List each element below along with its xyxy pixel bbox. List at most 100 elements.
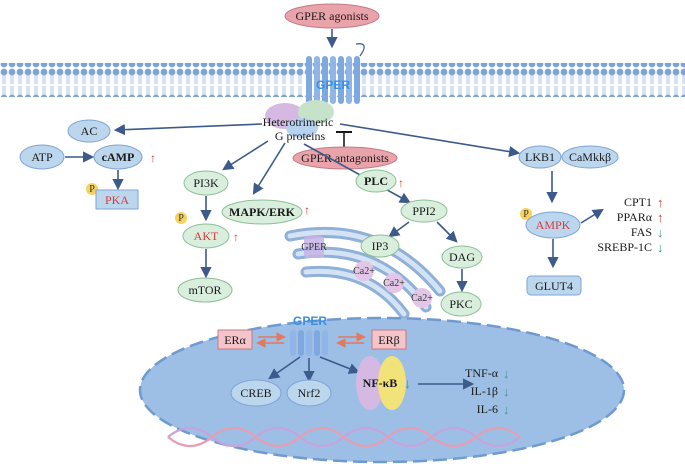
creb-oval xyxy=(230,379,282,407)
ampk-targets-list: CPT1 ↑ PPARα ↑ FAS ↓ SREBP-1C ↓ xyxy=(597,195,663,255)
ip3-oval xyxy=(360,234,400,258)
gper-agonists-label: GPER agonists xyxy=(295,9,368,23)
cytokines-down-arrow-2: ↓ xyxy=(503,402,510,417)
arrow-to-plc xyxy=(303,143,411,204)
nfkb-subunit-1 xyxy=(356,356,384,410)
arrow-to-pi3k xyxy=(222,140,269,171)
pka-phospho-label: P xyxy=(89,184,95,195)
pka-label: PKA xyxy=(105,193,129,207)
cytokines-label-2: IL-6 xyxy=(477,402,498,416)
mapk-label: MAPK/ERK xyxy=(229,205,296,219)
calcium-2 xyxy=(384,273,404,293)
atp-oval xyxy=(19,144,65,170)
ampk-targets-label-0: CPT1 xyxy=(624,195,652,209)
mapk-oval xyxy=(221,199,303,225)
atp-label: ATP xyxy=(31,150,53,164)
glut4-box xyxy=(526,275,582,296)
dna-helix xyxy=(167,426,521,448)
camkk-label: CaMkkβ xyxy=(569,150,611,164)
ampk-targets-down-arrow-2: ↓ xyxy=(657,225,664,240)
gper-to-nfkb-arrow xyxy=(319,356,361,374)
plc-oval xyxy=(355,169,397,193)
er-gper-receptor xyxy=(304,236,324,258)
gper-to-creb-arrow xyxy=(268,356,301,380)
ac-oval xyxy=(67,119,111,143)
pip2-oval xyxy=(400,199,448,223)
camp-up-arrow: ↑ xyxy=(150,151,156,165)
g-protein-beta xyxy=(298,100,334,124)
nfkb-subunit-2 xyxy=(378,356,406,410)
camp-oval xyxy=(93,144,143,170)
lkb1-oval xyxy=(518,145,562,169)
creb-label: CREB xyxy=(240,386,271,400)
pi3k-label: PI3K xyxy=(193,176,219,190)
ac-label: AC xyxy=(81,124,98,138)
mtor-label: mTOR xyxy=(188,283,221,297)
arrow-to-ac xyxy=(113,123,263,136)
dag-oval xyxy=(441,245,483,269)
cytokines-down-arrow-0: ↓ xyxy=(503,366,510,381)
calcium-3-label: Ca2+ xyxy=(411,293,433,304)
akt-up-arrow: ↑ xyxy=(233,230,239,244)
nuclear-gper-label: GPER xyxy=(293,314,327,328)
calcium-1 xyxy=(354,261,374,281)
gper-antagonists-label: GPER antagonists xyxy=(301,151,389,165)
pip2-label: PPI2 xyxy=(412,204,435,218)
era-label: ERα xyxy=(224,333,246,347)
gper-agonists-oval xyxy=(284,3,380,29)
pkc-label: PKC xyxy=(449,297,472,311)
ampk-targets-label-2: FAS xyxy=(631,225,652,239)
arrow-to-lkb1 xyxy=(339,123,521,158)
ampk-targets-up-arrow-0: ↑ xyxy=(657,195,664,210)
ampk-targets-label-1: PPARα xyxy=(617,210,653,224)
gper-label: GPER xyxy=(316,78,350,92)
g-proteins-label-2: G proteins xyxy=(275,129,326,143)
lkb1-label: LKB1 xyxy=(525,150,555,164)
ampk-label: AMPK xyxy=(536,218,571,232)
calcium-3 xyxy=(412,288,432,308)
nrf2-label: Nrf2 xyxy=(298,386,321,400)
erb-label: ERβ xyxy=(378,333,399,347)
ampk-oval xyxy=(525,211,581,239)
nfkb-label: NF-κB xyxy=(363,376,398,390)
glut4-label: GLUT4 xyxy=(535,279,573,293)
calcium-2-label: Ca2+ xyxy=(383,278,405,289)
arrow-to-mapk xyxy=(252,142,286,195)
ampk-targets-down-arrow-3: ↓ xyxy=(657,240,664,255)
mapk-up-arrow: ↑ xyxy=(304,203,310,217)
akt-oval xyxy=(182,223,230,249)
akt-label: AKT xyxy=(194,229,219,243)
pka-phospho xyxy=(86,183,98,195)
camkk-oval xyxy=(561,145,619,169)
akt-phospho xyxy=(175,212,187,224)
akt-phospho-label: P xyxy=(178,213,184,224)
ampk-phospho xyxy=(520,208,532,220)
dag-label: DAG xyxy=(449,250,475,264)
cytokine-list: TNF-α↓IL-1β↓IL-6↓ xyxy=(465,366,509,417)
plc-label: PLC xyxy=(364,174,388,188)
ampk-phospho-label: P xyxy=(523,209,529,220)
g-proteins-label-1: Heterotrimeric xyxy=(263,115,334,129)
mtor-oval xyxy=(177,277,233,303)
pip2-to-dag-arrow xyxy=(436,221,458,243)
calcium-1-label: Ca2+ xyxy=(353,266,375,277)
camp-label: cAMP xyxy=(102,150,135,164)
erb-box xyxy=(371,329,407,350)
pi3k-oval xyxy=(183,170,229,196)
cytokines-down-arrow-1: ↓ xyxy=(503,384,510,399)
pip2-to-ip3-arrow xyxy=(388,221,410,238)
plc-up-arrow: ↑ xyxy=(398,176,404,190)
pkc-oval xyxy=(440,291,482,317)
cytokines-label-0: TNF-α xyxy=(465,366,499,380)
era-box xyxy=(217,329,253,350)
ampk-to-targets-arrow xyxy=(580,208,604,224)
nuclear-gper xyxy=(290,330,328,356)
nfkb-down-arrow: ↓ xyxy=(404,377,411,392)
nrf2-oval xyxy=(286,379,332,407)
ampk-targets-label-3: SREBP-1C xyxy=(597,240,652,254)
gper-receptor xyxy=(306,43,365,104)
ampk-targets-up-arrow-1: ↑ xyxy=(657,210,664,225)
g-protein-gamma xyxy=(286,118,318,138)
ip3-label: IP3 xyxy=(372,239,389,253)
